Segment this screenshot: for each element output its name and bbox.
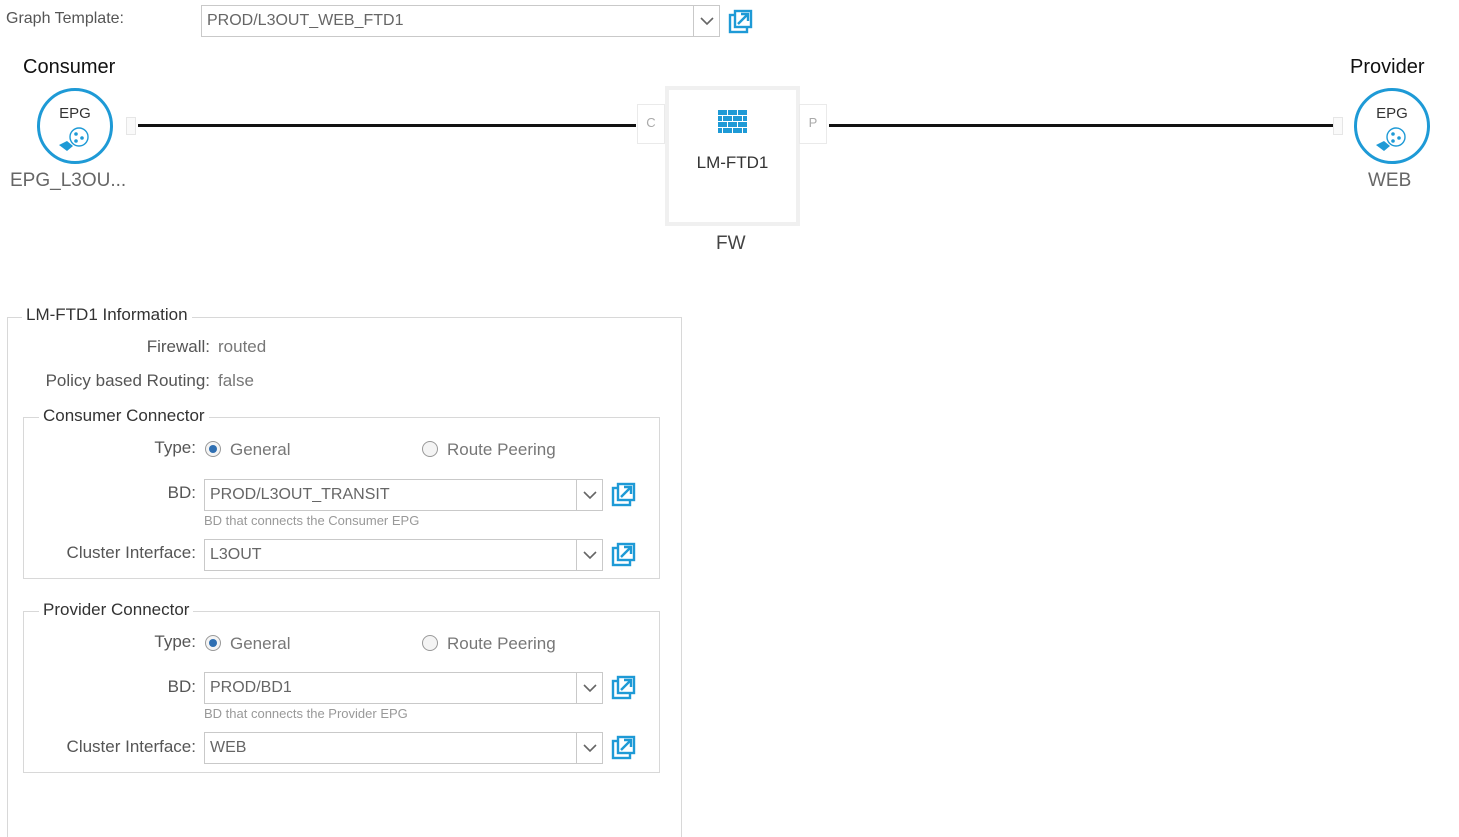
consumer-type-label: Type: xyxy=(154,438,196,457)
consumer-type-route-peering-radio[interactable] xyxy=(422,441,438,457)
provider-bd-label: BD: xyxy=(167,677,196,696)
consumer-connector-stub xyxy=(126,117,136,135)
pbr-label: Policy based Routing: xyxy=(45,371,210,390)
chevron-down-icon[interactable] xyxy=(576,480,602,510)
provider-type-general-radio[interactable] xyxy=(205,635,221,651)
firewall-mode-value: routed xyxy=(218,337,267,356)
consumer-connector-line xyxy=(138,124,636,127)
graph-template-value: PROD/L3OUT_WEB_FTD1 xyxy=(207,12,404,29)
consumer-type-route-peering-label[interactable]: Route Peering xyxy=(447,440,556,459)
provider-connector-legend: Provider Connector xyxy=(39,600,194,620)
pbr-value: false xyxy=(218,371,254,390)
external-link-icon[interactable] xyxy=(610,735,636,761)
provider-epg-badge: EPG xyxy=(1376,105,1408,122)
epg-icon xyxy=(1374,125,1412,158)
provider-epg-node[interactable]: EPG xyxy=(1354,88,1430,164)
external-link-icon[interactable] xyxy=(610,542,636,568)
consumer-cluster-value: L3OUT xyxy=(210,546,262,563)
provider-connector-stub xyxy=(1333,117,1343,135)
provider-bd-value: PROD/BD1 xyxy=(210,679,292,696)
consumer-title: Consumer xyxy=(23,56,116,78)
consumer-connector-legend: Consumer Connector xyxy=(39,406,209,426)
consumer-bd-help: BD that connects the Consumer EPG xyxy=(204,513,420,528)
firewall-node[interactable]: LM-FTD1 xyxy=(665,86,800,226)
consumer-epg-name: EPG_L3OU... xyxy=(10,170,127,191)
provider-title: Provider xyxy=(1350,56,1425,78)
consumer-type-general-label[interactable]: General xyxy=(230,440,291,459)
firewall-mode-label: Firewall: xyxy=(146,337,210,356)
consumer-bd-label: BD: xyxy=(167,483,196,502)
chevron-down-icon[interactable] xyxy=(693,6,719,36)
provider-bd-select[interactable]: PROD/BD1 xyxy=(204,672,603,704)
external-link-icon[interactable] xyxy=(727,9,753,35)
consumer-cluster-select[interactable]: L3OUT xyxy=(204,539,603,571)
consumer-bd-value: PROD/L3OUT_TRANSIT xyxy=(210,486,390,503)
provider-type-route-peering-label[interactable]: Route Peering xyxy=(447,634,556,653)
provider-connector-panel xyxy=(23,611,660,773)
provider-type-route-peering-radio[interactable] xyxy=(422,635,438,651)
consumer-epg-badge: EPG xyxy=(59,105,91,122)
graph-template-label: Graph Template: xyxy=(6,10,124,27)
consumer-cluster-label: Cluster Interface: xyxy=(66,543,196,562)
provider-cluster-label: Cluster Interface: xyxy=(66,737,196,756)
provider-bd-help: BD that connects the Provider EPG xyxy=(204,706,408,721)
firewall-name: LM-FTD1 xyxy=(696,153,769,172)
provider-cluster-select[interactable]: WEB xyxy=(204,732,603,764)
chevron-down-icon[interactable] xyxy=(576,673,602,703)
device-info-legend: LM-FTD1 Information xyxy=(22,305,192,325)
epg-icon xyxy=(57,125,95,158)
consumer-epg-node[interactable]: EPG xyxy=(37,88,113,164)
provider-connector-line xyxy=(829,124,1333,127)
provider-port-label: P xyxy=(808,115,818,130)
consumer-bd-select[interactable]: PROD/L3OUT_TRANSIT xyxy=(204,479,603,511)
provider-cluster-value: WEB xyxy=(210,739,247,756)
consumer-type-general-radio[interactable] xyxy=(205,441,221,457)
chevron-down-icon[interactable] xyxy=(576,733,602,763)
consumer-port[interactable]: C xyxy=(637,104,665,144)
firewall-type: FW xyxy=(716,233,746,254)
provider-port[interactable]: P xyxy=(799,104,827,144)
firewall-icon xyxy=(718,110,748,139)
device-info-panel xyxy=(7,317,682,837)
provider-epg-name: WEB xyxy=(1368,170,1412,191)
provider-type-general-label[interactable]: General xyxy=(230,634,291,653)
provider-type-label: Type: xyxy=(154,632,196,651)
external-link-icon[interactable] xyxy=(610,675,636,701)
consumer-connector-panel xyxy=(23,417,660,579)
graph-template-select[interactable]: PROD/L3OUT_WEB_FTD1 xyxy=(201,5,720,37)
external-link-icon[interactable] xyxy=(610,482,636,508)
chevron-down-icon[interactable] xyxy=(576,540,602,570)
consumer-port-label: C xyxy=(646,115,656,130)
